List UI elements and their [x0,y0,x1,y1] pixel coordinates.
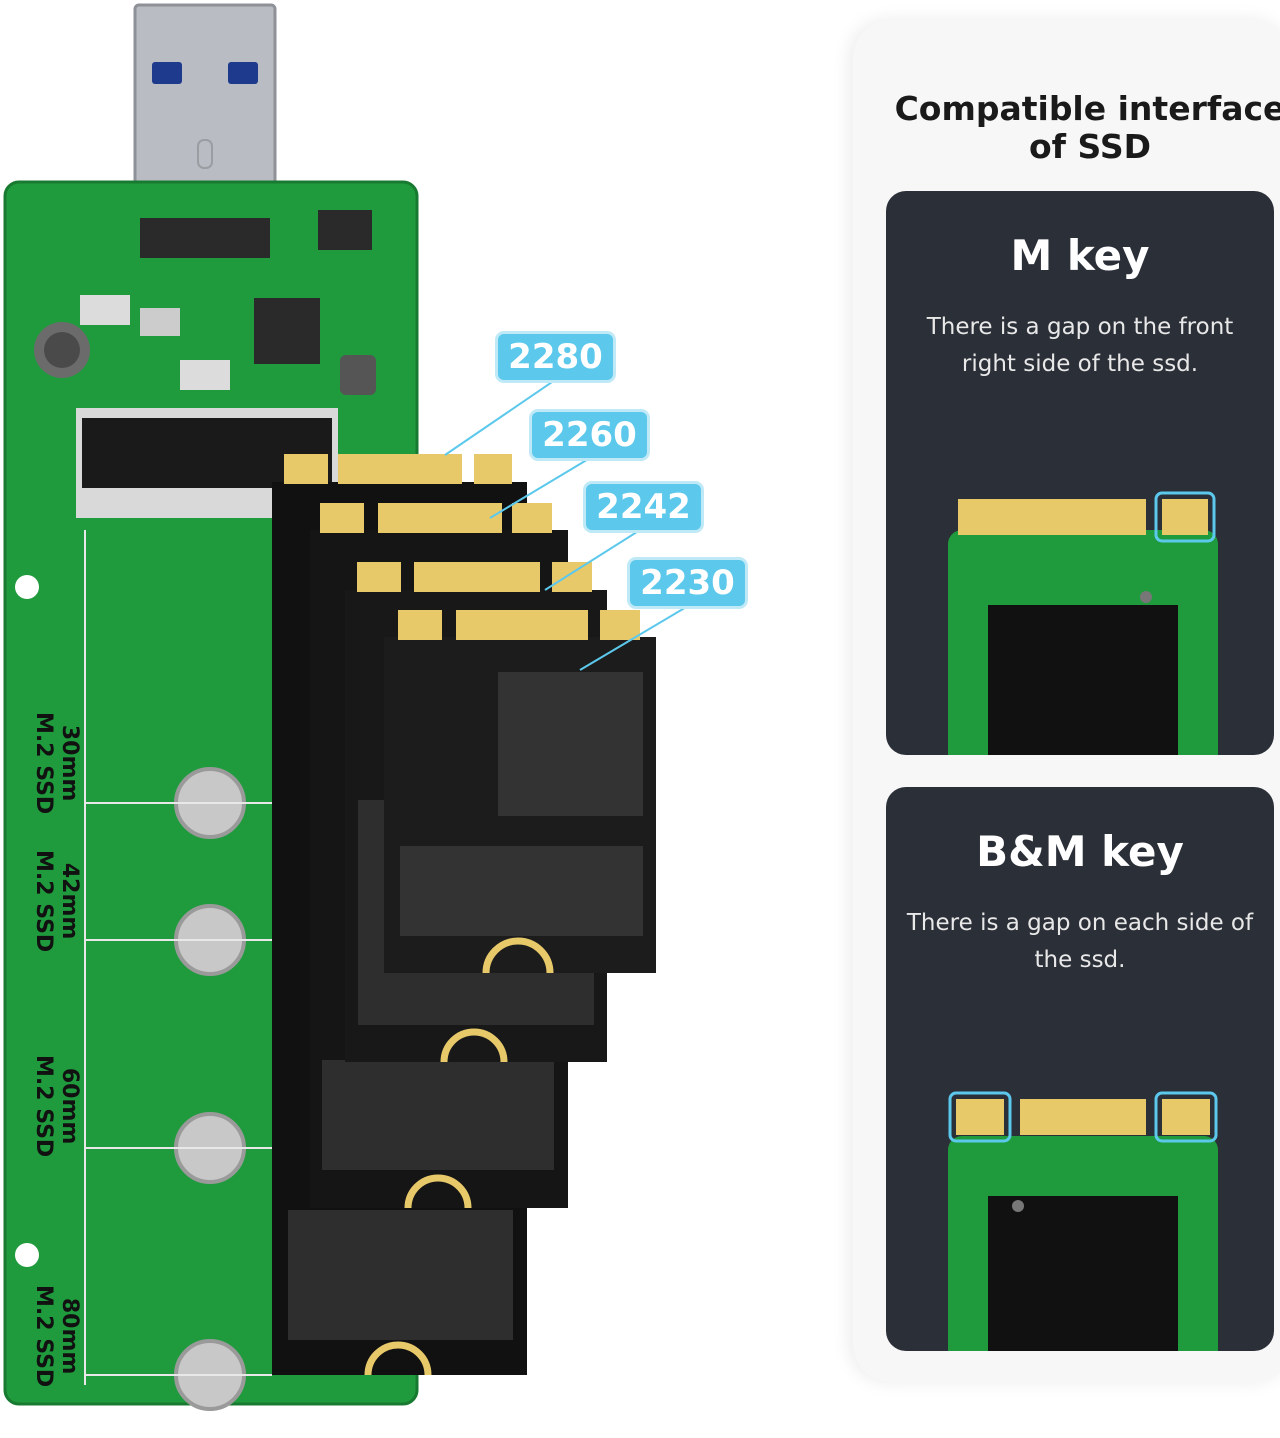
size-label-2230: 2230 [630,560,745,606]
adapter-illustration [3,3,689,1411]
ssd-2230 [384,610,656,974]
panel-title-line1: Compatible interface [894,89,1280,128]
bm-key-title: B&M key [976,827,1184,876]
m-key-card: M key There is a gap on the front right … [886,191,1274,755]
bm-key-ssd-image [948,1091,1218,1351]
bm-key-card: B&M key There is a gap on each side of t… [886,787,1274,1351]
panel-title: Compatible interface of SSD [880,90,1280,166]
size-label-2280: 2280 [498,334,613,380]
m-key-ssd-image [948,491,1218,755]
panel-title-line2: of SSD [1029,127,1151,166]
m-key-description: There is a gap on the front right side o… [926,314,1234,377]
usb-connector [133,3,277,219]
bm-key-description: There is a gap on each side of the ssd. [906,910,1254,973]
size-label-2242: 2242 [586,484,701,530]
size-label-2260: 2260 [532,412,647,458]
m-key-title: M key [1010,231,1150,280]
